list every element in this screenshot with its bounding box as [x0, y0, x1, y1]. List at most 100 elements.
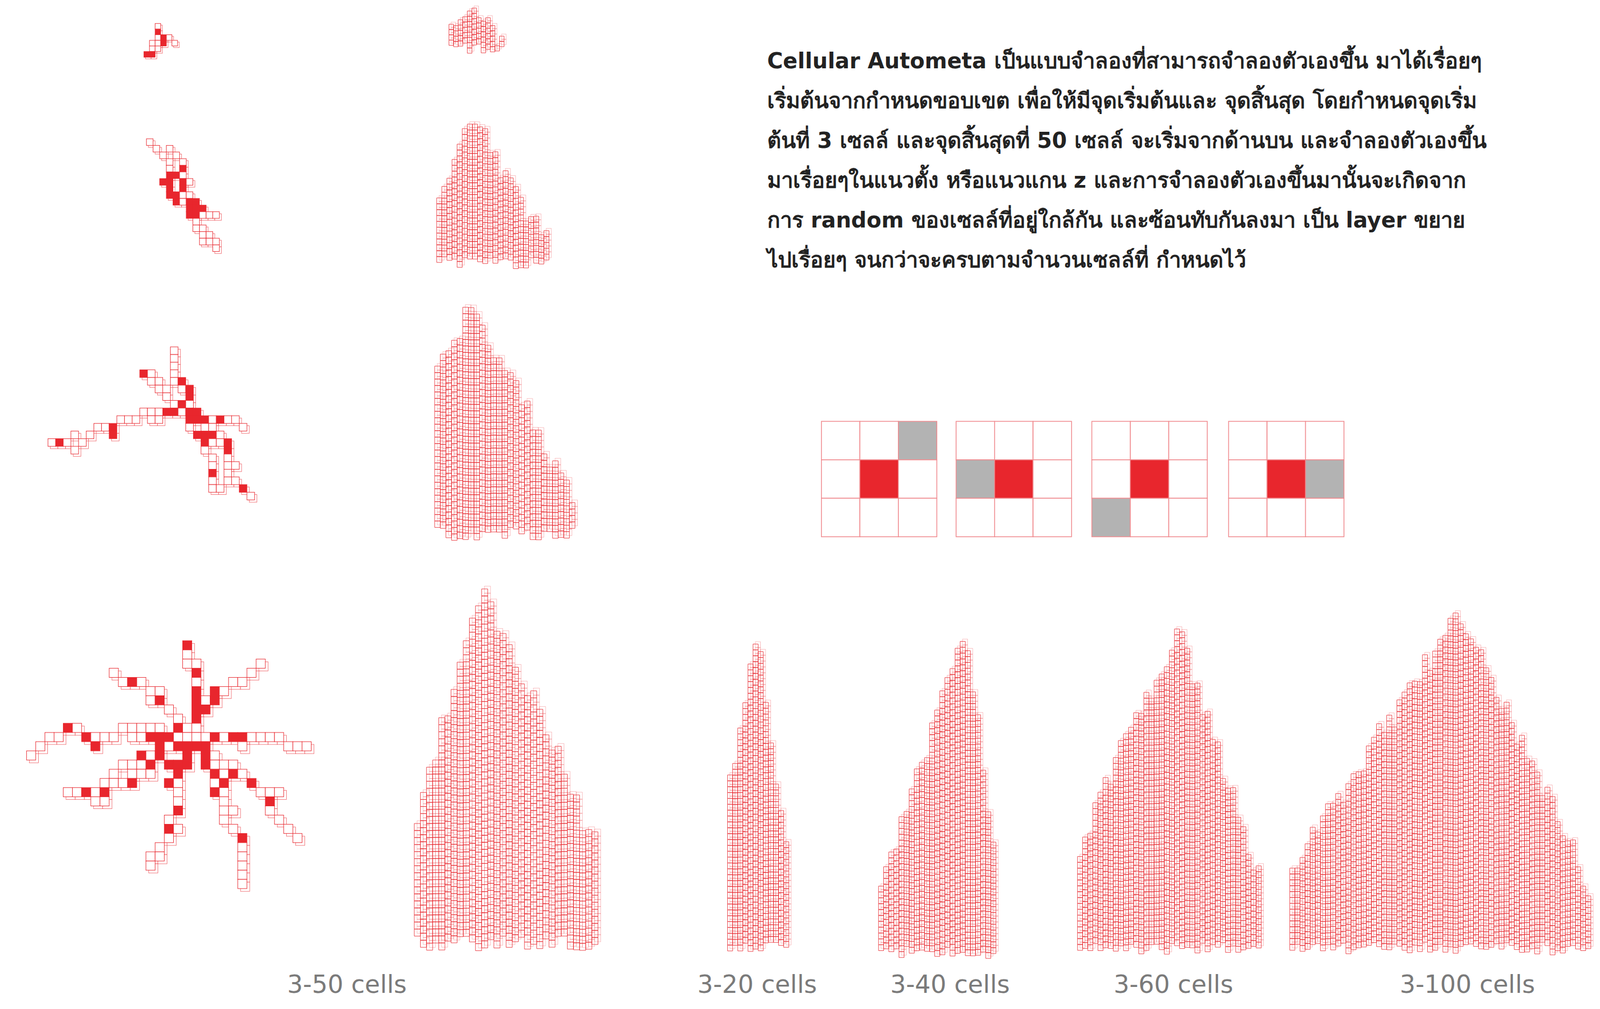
- cell: [127, 778, 137, 788]
- grid-cell: [859, 498, 899, 537]
- cell: [228, 769, 238, 779]
- cell: [172, 192, 180, 199]
- elevation-stack: [449, 5, 507, 54]
- cell: [192, 211, 200, 219]
- cell: [101, 423, 110, 431]
- cell: [219, 805, 229, 816]
- cell: [199, 204, 207, 212]
- layer-depth: [730, 641, 792, 950]
- grid-cell: [1032, 459, 1072, 499]
- cell: [206, 211, 213, 219]
- cell: [78, 439, 87, 447]
- cell: [147, 415, 155, 424]
- cell: [192, 705, 202, 715]
- cell: [216, 415, 224, 424]
- cell: [136, 677, 146, 687]
- cell: [185, 423, 194, 431]
- cell: [173, 805, 183, 816]
- cell: [154, 34, 161, 41]
- cell: [192, 741, 202, 752]
- elevation-stack: [436, 121, 552, 269]
- grid-cell: [1305, 421, 1345, 460]
- cell: [223, 454, 232, 462]
- cell: [173, 732, 183, 742]
- cell: [132, 415, 140, 424]
- grid-cell: [994, 421, 1034, 460]
- cell: [208, 423, 217, 431]
- cell: [246, 668, 257, 678]
- cell: [170, 347, 179, 355]
- cell: [182, 760, 193, 770]
- cell: [210, 751, 220, 761]
- cell: [219, 796, 229, 806]
- grid-cell: [1032, 421, 1072, 460]
- cell: [163, 408, 171, 416]
- cell: [237, 732, 247, 742]
- cell: [127, 769, 137, 779]
- cell: [186, 178, 193, 186]
- cell: [219, 769, 229, 779]
- cell: [72, 787, 82, 797]
- cell: [154, 385, 163, 393]
- cell: [173, 769, 183, 779]
- cell: [208, 469, 217, 478]
- cell: [100, 732, 110, 742]
- cell: [192, 668, 202, 678]
- cell: [199, 238, 207, 245]
- cell: [173, 824, 183, 834]
- cell: [292, 741, 302, 752]
- cell: [153, 145, 160, 152]
- cell: [124, 415, 132, 424]
- cell: [35, 741, 45, 752]
- cell: [210, 769, 220, 779]
- cell: [228, 805, 238, 816]
- cell: [301, 741, 311, 752]
- cell: [216, 484, 224, 493]
- layer-cells: [1077, 628, 1262, 955]
- cell: [154, 23, 161, 30]
- grid-cell: [1168, 498, 1208, 537]
- cell: [170, 408, 179, 416]
- cell: [223, 446, 232, 455]
- cell: [118, 677, 128, 687]
- cell: [179, 158, 187, 166]
- cell: [145, 732, 155, 742]
- grid-cell: [956, 498, 995, 537]
- cell: [72, 723, 82, 733]
- cell: [237, 852, 247, 862]
- cell: [173, 714, 183, 724]
- cell: [208, 461, 217, 470]
- cell: [145, 852, 155, 862]
- cell: [154, 377, 163, 386]
- cell: [210, 778, 220, 788]
- cell: [147, 408, 155, 416]
- cell: [237, 879, 247, 889]
- cell: [173, 787, 183, 797]
- cell: [109, 430, 117, 439]
- cell: [186, 192, 193, 199]
- cell: [147, 377, 155, 386]
- cell: [179, 185, 187, 192]
- cell: [149, 40, 155, 46]
- cell: [100, 787, 110, 797]
- cell: [208, 430, 217, 439]
- cell: [192, 224, 200, 232]
- cell: [185, 400, 194, 409]
- cell: [116, 415, 125, 424]
- cell: [219, 760, 229, 770]
- cell: [186, 211, 193, 219]
- cell: [44, 732, 54, 742]
- plan-growth: [26, 640, 314, 892]
- cell: [149, 51, 155, 58]
- cell: [166, 34, 172, 41]
- elevation-stack: [878, 639, 998, 959]
- cell: [201, 705, 211, 715]
- cell: [100, 778, 110, 788]
- cell: [223, 461, 232, 470]
- cell: [154, 687, 165, 697]
- grid-cell: [1266, 459, 1306, 499]
- cell: [237, 833, 247, 844]
- grid-cell: [1228, 459, 1268, 499]
- cell: [118, 778, 128, 788]
